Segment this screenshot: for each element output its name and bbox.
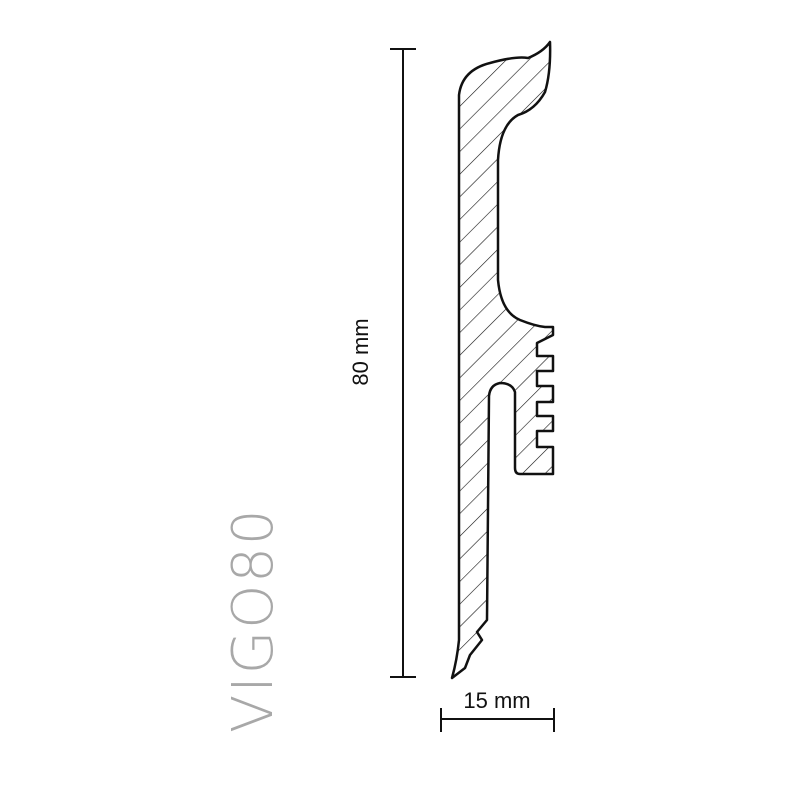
- profile-cross-section: [450, 40, 555, 680]
- product-code: VIGO80: [221, 507, 286, 733]
- width-label: 15 mm: [463, 688, 530, 713]
- width-dimension: 15 mm: [440, 688, 555, 732]
- height-label: 80 mm: [348, 318, 373, 385]
- height-dimension: 80 mm: [348, 48, 416, 678]
